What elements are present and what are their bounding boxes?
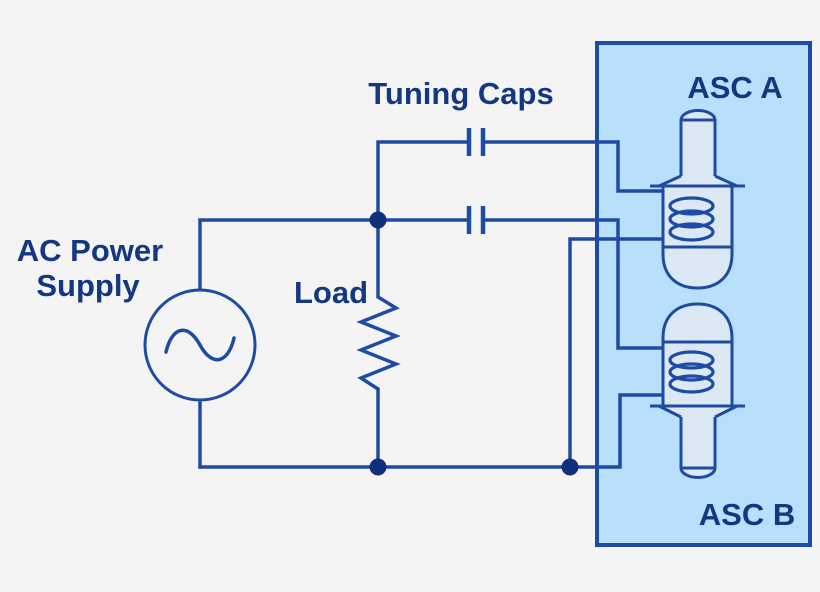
tuning-capacitor-2 <box>466 206 486 234</box>
asc-a-coil-icon <box>668 196 715 242</box>
junction-dot <box>369 211 387 229</box>
asc-a-coil-turn <box>668 209 715 229</box>
junction-dot <box>561 458 579 476</box>
labels: AC Power Supply Load Tuning Caps ASC A A… <box>17 70 795 532</box>
asc-b-coil-turn <box>668 374 715 394</box>
ac-power-supply-label-line1: AC Power <box>17 233 163 268</box>
asc-a-body-outline <box>650 109 745 290</box>
asc-device-a <box>650 109 745 290</box>
asc-b-coil-turn <box>668 350 715 370</box>
junction-dots <box>369 211 579 476</box>
ac-power-source-symbol <box>143 288 257 402</box>
asc-a-coil-turn <box>668 196 715 216</box>
asc-a-coil-turn <box>668 222 715 242</box>
sine-wave-icon <box>164 328 236 362</box>
tuning-caps-label: Tuning Caps <box>368 76 553 111</box>
asc-device-b <box>650 302 745 479</box>
junction-dot <box>369 458 387 476</box>
asc-b-coil-icon <box>668 350 715 394</box>
asc-b-body-outline <box>650 302 745 479</box>
asc-a-label: ASC A <box>687 70 782 105</box>
asc-b-coil-turn <box>668 362 715 382</box>
load-resistor-symbol <box>356 220 401 467</box>
load-label: Load <box>294 275 368 310</box>
asc-b-label: ASC B <box>699 497 795 532</box>
tuning-capacitor-1 <box>466 128 486 156</box>
ac-power-supply-label-line2: Supply <box>36 268 140 303</box>
wire-cap1-branch <box>376 140 469 220</box>
